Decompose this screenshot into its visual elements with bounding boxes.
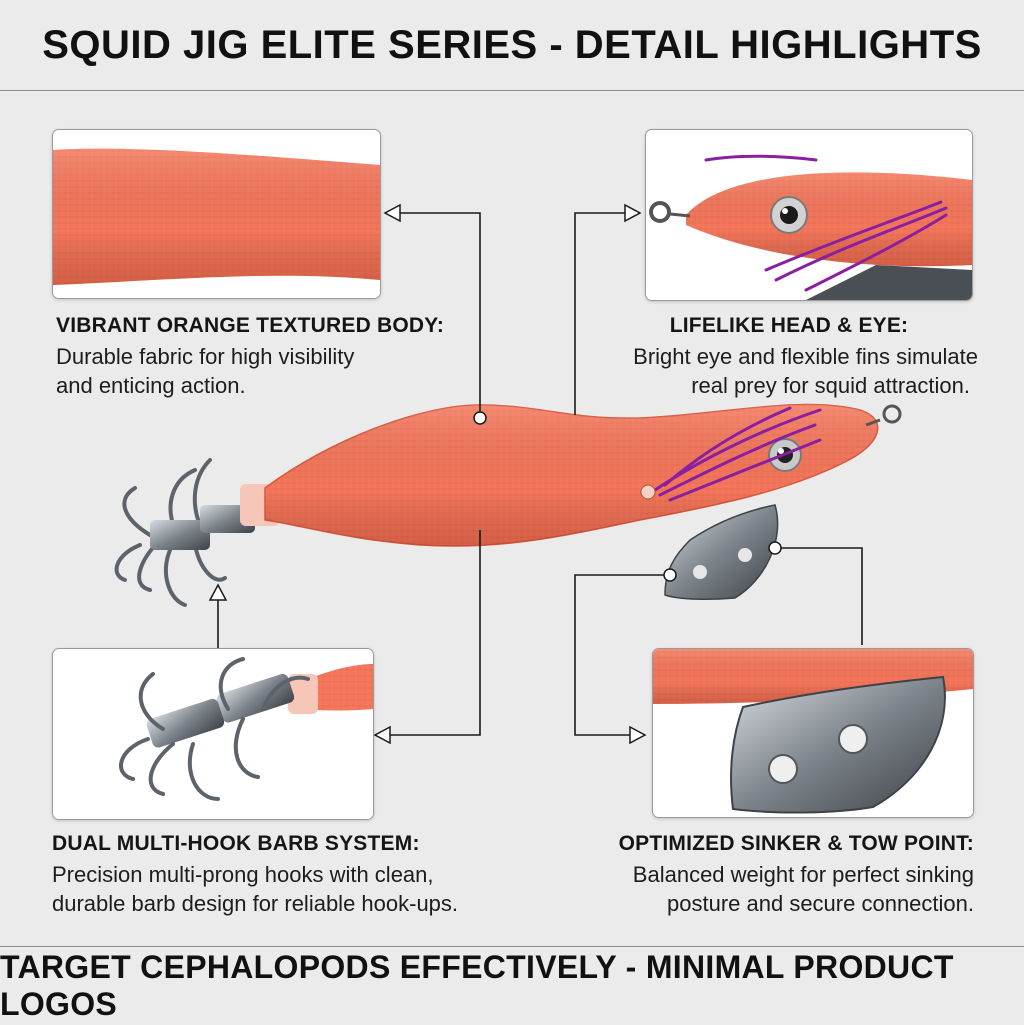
page-header: SQUID JIG ELITE SERIES - DETAIL HIGHLIGH… (0, 0, 1024, 91)
hooks-closeup-panel (52, 648, 374, 820)
head-closeup-panel (645, 129, 973, 301)
head-feature-desc-line2: real prey for squid attraction. (691, 373, 970, 398)
hooks-feature-desc-line1: Precision multi-prong hooks with clean, (52, 862, 434, 887)
sinker-caption: OPTIMIZED SINKER & TOW POINT: Balanced w… (560, 832, 974, 918)
head-feather (704, 154, 948, 292)
head-caption: LIFELIKE HEAD & EYE: Bright eye and flex… (560, 314, 978, 400)
body-feature-desc-line2: and enticing action. (56, 373, 246, 398)
body-caption: VIBRANT ORANGE TEXTURED BODY: Durable fa… (56, 314, 476, 400)
sinker-feature-desc-line1: Balanced weight for perfect sinking (632, 862, 974, 887)
main-sinker (664, 504, 779, 600)
sinker-closeup-panel (652, 648, 974, 818)
sinker-feature-desc-line2: posture and secure connection. (667, 891, 974, 916)
body-closeup-panel (52, 129, 381, 299)
page-title: SQUID JIG ELITE SERIES - DETAIL HIGHLIGH… (42, 22, 982, 67)
hooks-feature-desc-line2: durable barb design for reliable hook-up… (52, 891, 459, 916)
sinker-feature-title: OPTIMIZED SINKER & TOW POINT: (618, 832, 974, 855)
page-footer: TARGET CEPHALOPODS EFFECTIVELY - MINIMAL… (0, 946, 1024, 1025)
hooks-icon (119, 657, 310, 801)
body-feature-title: VIBRANT ORANGE TEXTURED BODY: (56, 314, 445, 337)
hooks-feature-title: DUAL MULTI-HOOK BARB SYSTEM: (52, 832, 420, 855)
footer-tagline: TARGET CEPHALOPODS EFFECTIVELY - MINIMAL… (0, 949, 954, 1022)
main-hook-collar-1 (150, 520, 210, 550)
head-feature-title: LIFELIKE HEAD & EYE: (669, 314, 909, 337)
head-tow-eye-icon (649, 201, 671, 223)
main-feather (653, 406, 822, 502)
main-tow-eye-icon (882, 404, 902, 424)
hooks-caption: DUAL MULTI-HOOK BARB SYSTEM: Precision m… (52, 832, 512, 918)
head-feature-desc-line1: Bright eye and flexible fins simulate (633, 344, 978, 369)
body-feature-desc-line1: Durable fabric for high visibility (56, 344, 355, 369)
